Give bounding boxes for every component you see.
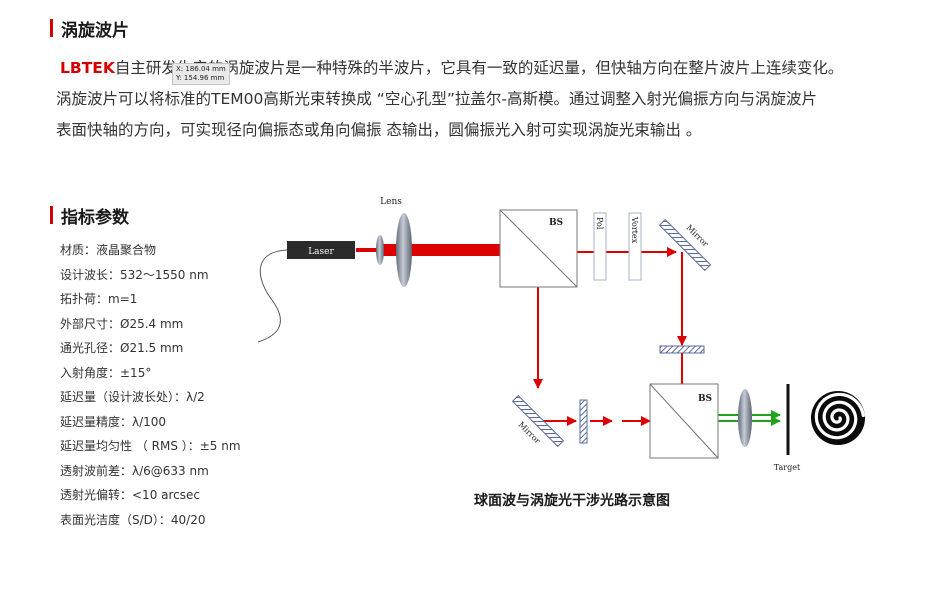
spec-item: 延迟量（设计波长处）：λ/2 [60,390,205,404]
coordinate-tooltip: X: 186.04 mm Y: 154.96 mm [172,63,230,85]
large-lens [396,213,412,287]
vertical-beam-plate [659,345,705,354]
intro-line-1: LBTEK自主研发生产的涡旋波片是一种特殊的半波片，它具有一致的延迟量，但快轴方… [56,53,896,84]
spec-item: 透射光偏转：<10 arcsec [60,488,200,502]
diagram-caption: 球面波与涡旋光干涉光路示意图 [0,490,940,510]
vortex-plate [628,212,642,281]
spec-item: 材质：液晶聚合物 [60,243,157,257]
top-bs-label: BS [549,218,563,228]
output-lens [738,389,752,447]
tooltip-y: Y: 154.96 mm [176,74,225,82]
spec-item: 延迟量精度：λ/100 [60,414,167,429]
intro-line-2-text: 涡旋波片可以将标准的TEM00高斯光束转换成 “空心孔型”拉盖尔-高斯模。通过调… [56,90,817,108]
specs-heading: 指标参数 [50,204,129,228]
intro-line-1-text: 自主研发生产的涡旋波片是一种特殊的半波片，它具有一致的延迟量，但快轴方向在整片波… [114,59,844,77]
bottom-mirror [511,394,565,448]
intro-heading-text: 涡旋波片 [61,20,129,41]
small-lens [376,235,384,265]
intro-heading: 涡旋波片 [50,17,129,41]
spec-item: 通光孔径：Ø21.5 mm [60,341,184,355]
vortex-label: Vortex [630,216,639,244]
spec-item: 表面光洁度（S/D）：40/20 [60,512,206,527]
spec-item: 入射角度：±15° [60,365,152,380]
spec-item: 拓扑荷：m=1 [60,292,138,306]
spec-item: 设计波长：532～1550 nm [60,267,209,282]
polarizer [593,212,607,281]
intro-line-3: 表面快轴的方向，可实现径向偏振态或角向偏振 态输出，圆偏振光入射可实现涡旋光束输… [56,115,896,146]
top-bs-diagonal [499,209,578,288]
vortex-spiral [814,392,865,440]
laser-cable [257,249,288,343]
lens-label: Lens [380,197,402,207]
heading-accent-bar [50,19,53,37]
diagram-caption-text: 球面波与涡旋光干涉光路示意图 [474,493,670,509]
brand-name: LBTEK [60,59,115,77]
spec-item: 透射波前差：λ/6@633 nm [60,463,209,478]
laser-label: Laser [308,247,334,257]
polarizer-label: Pol [595,217,604,230]
intro-line-2: 涡旋波片可以将标准的TEM00高斯光束转换成 “空心孔型”拉盖尔-高斯模。通过调… [56,84,896,115]
heading-accent-bar [50,206,53,224]
bottom-bs-label: BS [698,394,712,404]
intro-line-3-text: 表面快轴的方向，可实现径向偏振态或角向偏振 态输出，圆偏振光入射可实现涡旋光束输… [56,121,702,139]
tooltip-x: X: 186.04 mm [176,65,226,73]
spec-list: 材质：液晶聚合物设计波长：532～1550 nm 拓扑荷：m=1 外部尺寸：Ø25.… [60,238,241,532]
lower-path-plate [579,399,588,444]
laser-source [287,241,355,259]
spec-item: 外部尺寸：Ø25.4 mm [60,316,184,331]
target-label: Target [774,463,801,472]
spec-item: 延迟量均匀性 （ RMS ）：±5 nm [60,439,241,453]
top-mirror [658,218,712,272]
bottom-bs-diagonal [649,383,719,459]
specs-heading-text: 指标参数 [61,207,129,228]
intro-paragraph: LBTEK自主研发生产的涡旋波片是一种特殊的半波片，它具有一致的延迟量，但快轴方… [56,53,896,146]
